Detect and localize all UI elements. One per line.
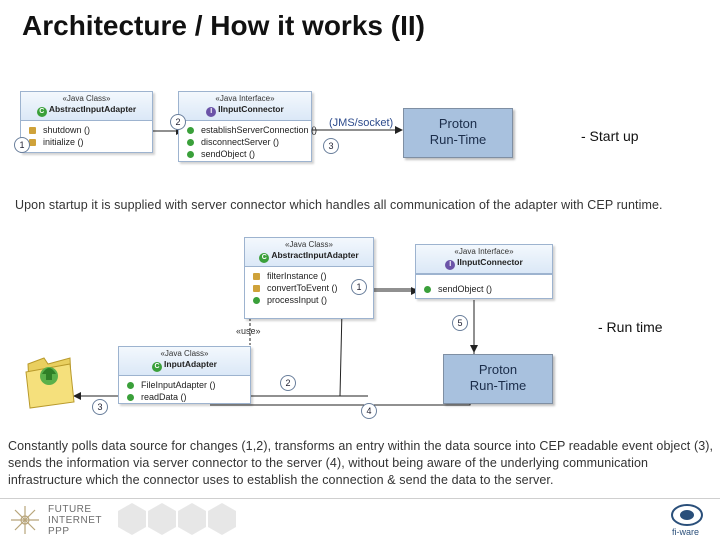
method-icon (253, 297, 260, 304)
class-name: AbstractInputAdapter (271, 250, 359, 260)
method: disconnectServer () (201, 137, 280, 147)
class-icon: C (259, 253, 270, 263)
method: shutdown () (43, 125, 91, 135)
method: sendObject () (438, 284, 493, 294)
stereotype: «Java Class» (284, 240, 334, 249)
proton-runtime-box-startup: Proton Run-Time (403, 108, 513, 158)
step-number: 5 (452, 315, 468, 331)
method-icon (424, 286, 431, 293)
fiware-brand-text: fi-ware (672, 527, 700, 537)
method: processInput () (267, 295, 328, 305)
logo-line: PPP (48, 526, 70, 537)
method-icon (29, 127, 36, 134)
footer-divider (0, 498, 720, 499)
method: readData () (141, 392, 187, 402)
method-icon (127, 382, 134, 389)
class-name: InputAdapter (164, 359, 217, 369)
method: filterInstance () (267, 271, 327, 281)
step-number: 4 (361, 403, 377, 419)
runtime-line1: Proton (478, 362, 518, 377)
class-icon: C (152, 362, 163, 372)
slide-title: Architecture / How it works (II) (22, 10, 425, 41)
step-number: 3 (92, 399, 108, 415)
logo-line: FUTURE (48, 504, 92, 515)
use-label: «use» (236, 326, 261, 336)
jms-socket-label: (JMS/socket) (329, 117, 394, 129)
decorative-hexagons (118, 503, 246, 537)
interface-name: IInputConnector (457, 257, 523, 267)
class-icon: C (36, 107, 47, 117)
runtime-description: Constantly polls data source for changes… (8, 439, 714, 487)
runtime-label: - Run time (598, 319, 663, 335)
stereotype: «Java Interface» (215, 94, 275, 103)
step-number: 1 (14, 137, 30, 153)
step-number: 3 (323, 138, 339, 154)
interface-name: IInputConnector (218, 104, 284, 114)
folder-icon (25, 357, 75, 409)
runtime-line2: Run-Time (469, 378, 527, 393)
method-icon (187, 139, 194, 146)
startup-description: Upon startup it is supplied with server … (15, 198, 663, 212)
step-number: 2 (280, 375, 296, 391)
runtime-line1: Proton (438, 116, 478, 131)
logo-line: INTERNET (48, 515, 102, 526)
method: convertToEvent () (267, 283, 338, 293)
step-number: 2 (170, 114, 186, 130)
method-icon (127, 394, 134, 401)
method-icon (187, 151, 194, 158)
interface-icon: I (445, 260, 456, 270)
class-name: AbstractInputAdapter (48, 104, 137, 114)
method-icon (253, 273, 260, 280)
step-number: 1 (351, 279, 367, 295)
runtime-line2: Run-Time (429, 132, 487, 147)
future-internet-logo-icon (11, 506, 39, 534)
method-icon (187, 127, 194, 134)
method: establishServerConnection () (201, 125, 318, 135)
method-icon (253, 285, 260, 292)
stereotype: «Java Class» (160, 349, 209, 358)
proton-runtime-box-runtime: Proton Run-Time (443, 354, 553, 404)
stereotype: «Java Class» (62, 94, 111, 103)
method: FileInputAdapter () (141, 380, 216, 390)
future-internet-text: FUTURE INTERNET PPP (48, 504, 102, 537)
method: initialize () (43, 137, 84, 147)
method: sendObject () (201, 149, 256, 159)
interface-icon: I (206, 107, 217, 117)
startup-label: - Start up (581, 128, 639, 144)
method-icon (29, 139, 36, 146)
stereotype: «Java Interface» (454, 247, 514, 256)
fiware-logo-icon (671, 504, 703, 526)
